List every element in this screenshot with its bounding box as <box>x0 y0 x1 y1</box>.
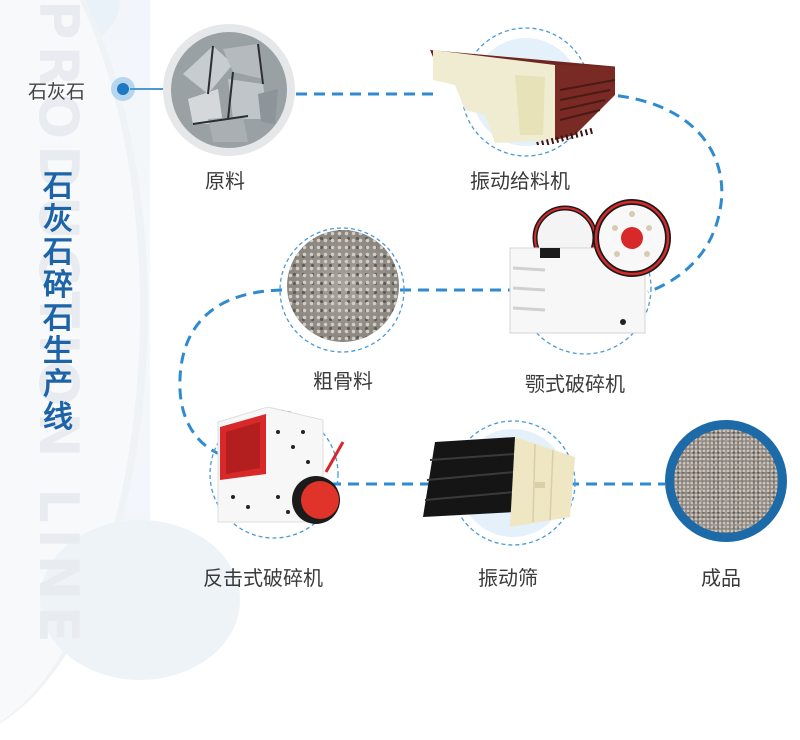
coarse-aggregate-icon <box>287 230 399 342</box>
step-label: 原料 <box>205 169 245 193</box>
limestone-rocks-icon <box>163 24 295 156</box>
vibrating-feeder-icon <box>430 50 615 145</box>
impact-crusher-icon <box>217 406 345 524</box>
step-label: 成品 <box>701 566 741 590</box>
source-connector <box>130 88 166 90</box>
step-label: 振动给料机 <box>470 169 570 193</box>
step-label: 反击式破碎机 <box>203 566 323 590</box>
jaw-crusher-icon <box>509 199 671 334</box>
production-line-watermark: PRODUCTION LINE <box>27 0 90 649</box>
page-title: 石灰石碎石生产线 <box>43 169 73 435</box>
finished-gravel-icon <box>665 420 787 542</box>
vibrating-screen-icon <box>423 437 575 527</box>
source-label: 石灰石 <box>28 81 86 103</box>
step-label: 颚式破碎机 <box>525 372 625 396</box>
step-label: 粗骨料 <box>313 369 373 393</box>
source-dot-core-icon <box>117 83 129 95</box>
step-label: 振动筛 <box>478 566 538 590</box>
